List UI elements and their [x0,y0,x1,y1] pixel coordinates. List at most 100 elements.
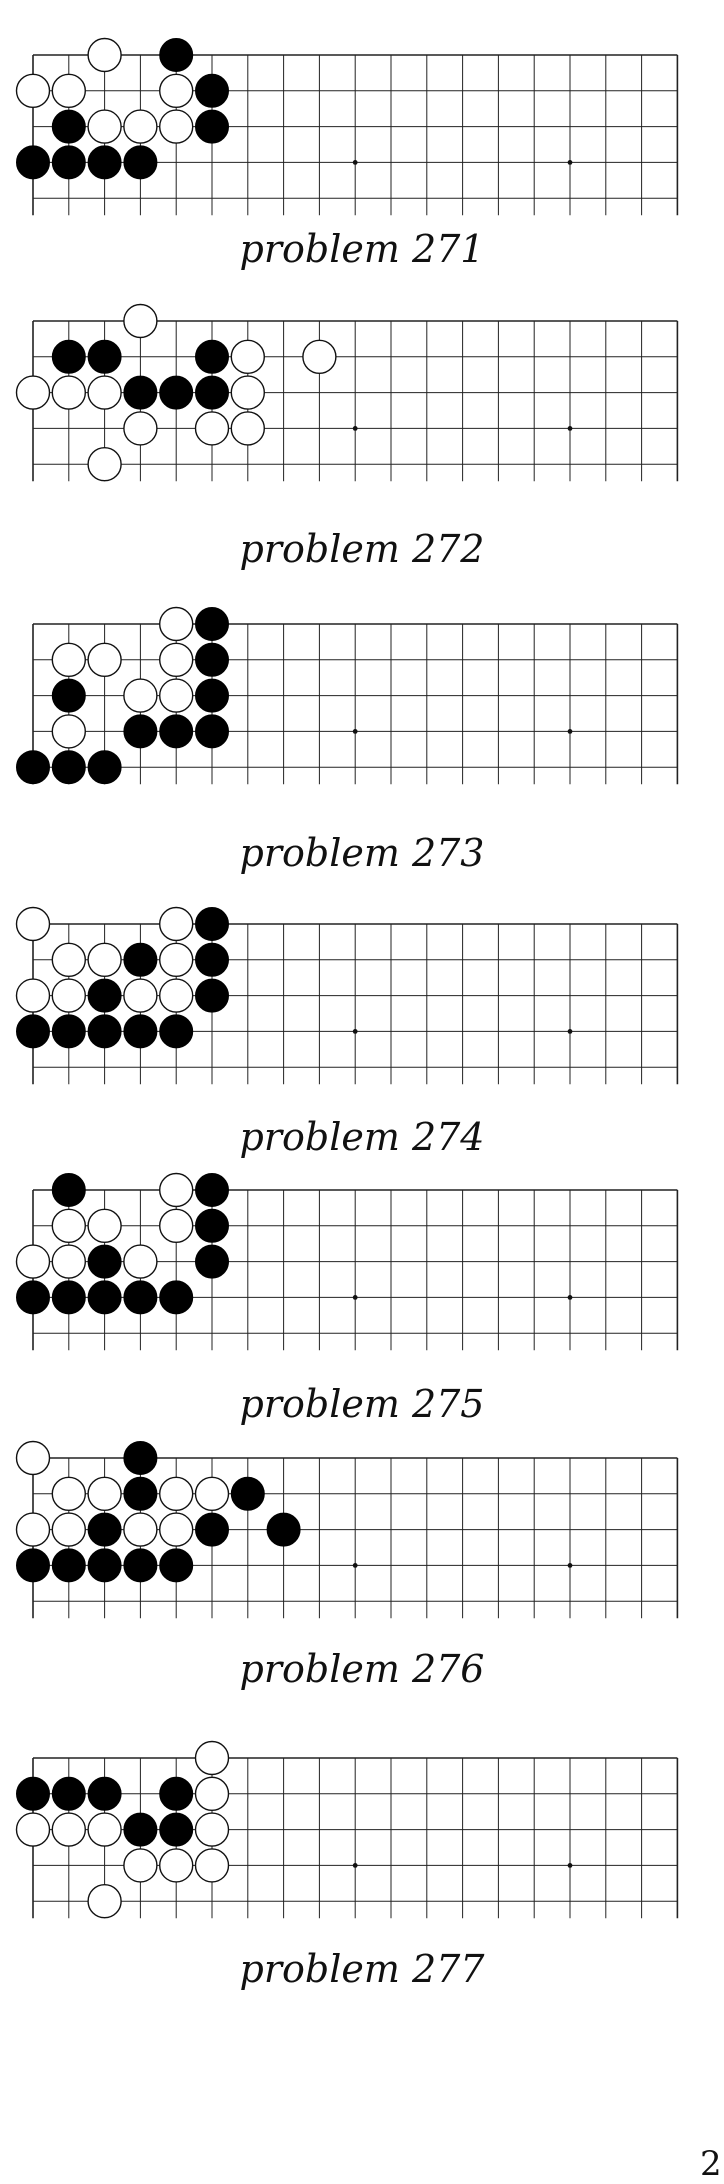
black-stone [159,375,194,410]
white-stone [123,411,158,446]
white-stone [158,642,194,677]
black-stone [87,1548,122,1583]
white-stone [194,1848,230,1883]
white-stone [123,1848,158,1883]
black-stone [195,1244,229,1279]
white-stone [15,1512,51,1547]
black-stone [51,1173,86,1207]
black-stone [159,714,194,749]
black-stone [87,978,122,1013]
white-stone [51,73,87,109]
white-stone [123,978,158,1013]
problem-caption: problem 274 [239,1115,485,1159]
black-stone [16,1280,50,1315]
go-board [15,303,679,482]
white-stone [302,339,337,374]
black-stone [87,1014,122,1049]
white-stone [15,1812,51,1847]
black-stone [51,678,86,713]
white-stone [15,375,51,410]
black-stone [16,1014,50,1049]
white-stone [158,1512,194,1547]
problem-caption: problem 276 [239,1647,485,1691]
go-board [16,606,679,785]
white-stone [87,642,122,677]
black-stone [51,750,86,785]
black-stone [87,145,122,180]
black-stone [123,1812,158,1847]
black-stone [51,1280,86,1315]
black-stone [159,1776,194,1811]
white-stone [51,1512,87,1547]
white-stone [194,1776,230,1812]
black-stone [87,1244,122,1279]
white-stone [51,1812,87,1847]
go-board [15,1172,679,1351]
white-stone [15,906,51,942]
white-stone [194,1476,230,1512]
white-stone [158,678,194,713]
white-stone [158,1208,194,1244]
black-stone [123,1548,158,1583]
black-stone [195,642,229,677]
black-stone [159,1548,194,1583]
go-board [15,37,679,216]
white-stone [87,447,122,482]
star-point [352,426,358,431]
white-stone [123,109,158,144]
white-stone [87,1883,122,1919]
star-point [567,1295,573,1300]
black-stone [51,145,86,180]
white-stone [51,714,87,749]
black-stone [87,750,122,785]
star-point [352,1029,358,1034]
black-stone [123,1441,158,1475]
black-stone [195,942,229,977]
white-stone [15,978,51,1013]
white-stone [87,375,122,410]
white-stone [87,1476,122,1512]
black-stone [16,1548,50,1583]
black-stone [51,1014,86,1049]
star-point [352,1295,358,1300]
star-point [352,160,358,165]
white-stone [158,942,194,977]
star-point [352,1863,358,1868]
star-point [567,1563,573,1568]
black-stone [123,942,158,977]
white-stone [15,73,51,109]
white-stone [158,978,194,1013]
page-number: 2 [700,2144,722,2184]
go-board [15,1740,679,1919]
black-stone [195,1208,229,1243]
black-stone [16,750,50,785]
star-point [352,1563,358,1568]
white-stone [158,906,194,942]
white-stone [51,942,87,977]
star-point [567,160,573,165]
white-stone [158,73,194,109]
white-stone [123,1244,158,1279]
white-stone [51,1476,87,1512]
white-stone [51,1244,87,1279]
white-stone [158,109,194,144]
black-stone [123,1476,158,1511]
black-stone [195,607,229,641]
black-stone [159,1280,194,1315]
white-stone [51,1208,87,1244]
black-stone [123,714,158,749]
white-stone [123,1512,158,1547]
black-stone [195,109,229,144]
black-stone [195,1512,229,1547]
star-point [352,729,358,734]
problem-caption: problem 277 [239,1947,485,1991]
problem-caption: problem 271 [239,227,485,271]
white-stone [123,678,158,713]
black-stone [195,714,229,749]
white-stone [158,1476,194,1512]
black-stone [159,1014,194,1049]
white-stone [158,1848,194,1883]
problem-caption: problem 272 [239,527,485,571]
